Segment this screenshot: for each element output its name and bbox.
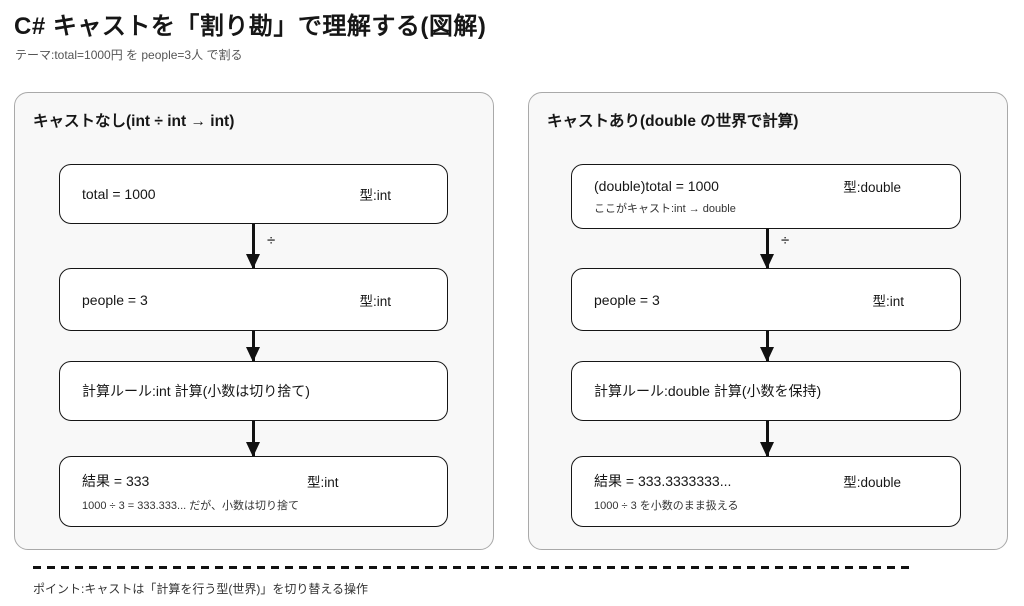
flow-box-people: people = 3 型:int bbox=[59, 268, 448, 331]
box-label: (double)total = 1000 bbox=[594, 177, 719, 194]
flow-box-rule: 計算ルール:double 計算(小数を保持) bbox=[571, 361, 961, 421]
box-type-label: 型:double bbox=[843, 179, 901, 195]
box-label: people = 3 bbox=[82, 291, 148, 308]
box-type-label: 型:double bbox=[843, 474, 901, 490]
arrow-down-icon bbox=[766, 331, 769, 361]
divide-operator-label: ÷ bbox=[267, 232, 276, 249]
arrow-down-icon bbox=[766, 229, 769, 268]
box-type-label: 型:int bbox=[359, 188, 391, 203]
flow-box-people: people = 3 型:int bbox=[571, 268, 961, 331]
page-subtitle: テーマ:total=1000円 を people=3人 で割る bbox=[15, 48, 243, 62]
box-type-label: 型:int bbox=[872, 293, 904, 309]
arrow-down-icon bbox=[252, 224, 255, 268]
flow-box-result: 結果 = 333 型:int 1000 ÷ 3 = 333.333... だが、… bbox=[59, 456, 448, 527]
flow-box-total: total = 1000 型:int bbox=[59, 164, 448, 224]
box-type-label: 型:int bbox=[359, 293, 391, 309]
box-label: total = 1000 bbox=[82, 186, 156, 202]
box-note: ここがキャスト:int → double bbox=[594, 202, 736, 215]
flow-box-cast-total: (double)total = 1000 型:double ここがキャスト:in… bbox=[571, 164, 961, 229]
box-note: 1000 ÷ 3 を小数のまま扱える bbox=[594, 499, 739, 512]
arrow-down-icon bbox=[252, 331, 255, 361]
box-note: 1000 ÷ 3 = 333.333... だが、小数は切り捨て bbox=[82, 499, 300, 512]
panel-no-cast: キャストなし(int ÷ int → int) total = 1000 型:i… bbox=[14, 92, 494, 550]
box-type-label: 型:int bbox=[307, 474, 339, 490]
panel-with-cast-title: キャストあり(double の世界で計算) bbox=[547, 113, 799, 130]
dashed-divider bbox=[33, 566, 911, 569]
box-label: 結果 = 333 bbox=[82, 472, 150, 489]
page-footer-note: ポイント:キャストは「計算を行う型(世界)」を切り替える操作 bbox=[33, 582, 368, 596]
divide-operator-label: ÷ bbox=[781, 232, 790, 249]
flow-box-rule: 計算ルール:int 計算(小数は切り捨て) bbox=[59, 361, 448, 421]
box-label: 結果 = 333.3333333... bbox=[594, 472, 732, 489]
page-title: C# キャストを「割り勘」で理解する(図解) bbox=[14, 13, 487, 40]
arrow-down-icon bbox=[766, 421, 769, 456]
box-label: 計算ルール:double 計算(小数を保持) bbox=[594, 383, 822, 399]
box-label: people = 3 bbox=[594, 291, 660, 308]
panel-with-cast: キャストあり(double の世界で計算) (double)total = 10… bbox=[528, 92, 1008, 550]
box-label: 計算ルール:int 計算(小数は切り捨て) bbox=[82, 383, 310, 399]
panel-no-cast-title: キャストなし(int ÷ int → int) bbox=[33, 113, 235, 130]
flow-box-result: 結果 = 333.3333333... 型:double 1000 ÷ 3 を小… bbox=[571, 456, 961, 527]
arrow-down-icon bbox=[252, 421, 255, 456]
